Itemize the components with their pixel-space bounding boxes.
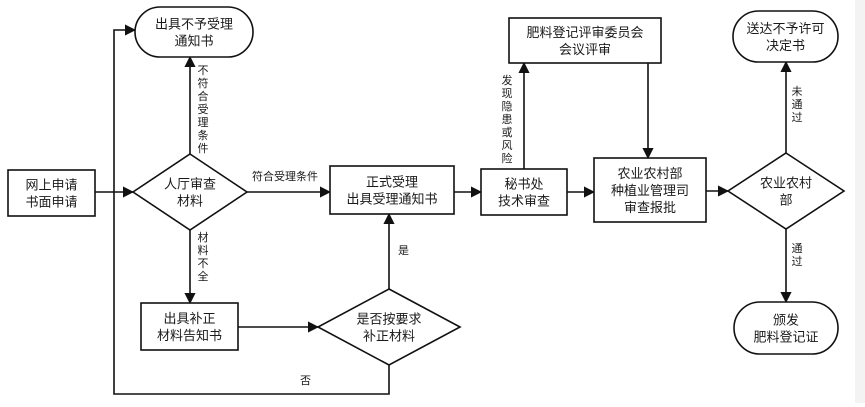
decision-diamond (316, 288, 462, 366)
process-box (593, 157, 707, 223)
edge-label-char: 患 (502, 113, 513, 126)
decision-diamond (131, 153, 249, 231)
edge-label-char: 全 (198, 269, 209, 283)
process-box (508, 17, 662, 64)
node-label-line: 会议评审 (559, 43, 611, 58)
edge-label-text: 符合受理条件 (252, 169, 318, 183)
process-box (329, 165, 455, 215)
edge-label-char: 过 (792, 255, 803, 268)
edge-supplement-check-to-reject-notice (113, 24, 390, 395)
edge-label-char: 通 (792, 242, 803, 255)
terminal-box (134, 6, 254, 58)
edge-label: 未通过 (792, 85, 803, 124)
node-label-line: 审查报批 (624, 201, 676, 216)
edge-label-char: 料 (198, 243, 209, 257)
node-label-line: 出具不予受理 (155, 18, 233, 33)
edge-label-char: 未 (792, 85, 803, 98)
node-label-line: 技术审查 (498, 195, 550, 210)
node-ministry-decision: 农业农村部 (726, 152, 846, 230)
node-label-line: 材料 (177, 195, 203, 210)
edge-label-char: 或 (502, 126, 513, 139)
node-label-line: 是否按要求 (356, 313, 421, 328)
node-label-line: 人厅审查 (164, 178, 216, 193)
edge-label-char: 合 (198, 89, 209, 103)
node-label-line: 部 (779, 194, 792, 209)
edge-label-char: 不 (198, 64, 209, 77)
edge-label: 是 (398, 244, 409, 257)
node-label-line: 补正材料 (363, 330, 415, 345)
node-label-line: 送达不予许可 (746, 22, 824, 37)
terminal-box (733, 301, 839, 355)
node-label-line: 材料告知书 (157, 328, 222, 344)
edge-label-char: 件 (198, 142, 209, 155)
node-label-line: 农业农村 (760, 177, 812, 192)
edge-label-char: 隐 (502, 100, 513, 113)
edge-label-text: 否 (300, 374, 311, 387)
edge-label-char: 过 (792, 111, 803, 124)
process-box (140, 302, 239, 351)
edge-label-char: 符 (198, 77, 209, 90)
edge-label: 符合受理条件 (252, 169, 318, 183)
edge-label-char: 受 (198, 103, 209, 116)
terminal-box (732, 10, 839, 63)
edge-label-char: 条 (198, 128, 209, 142)
node-label-line: 出具补正 (163, 312, 215, 327)
edge-label-char: 材 (198, 230, 209, 244)
edge-label-char: 理 (198, 116, 209, 129)
node-label-line: 种植业管理司 (611, 184, 689, 199)
node-label-line: 书面申请 (25, 196, 77, 211)
node-label-line: 通知书 (174, 34, 213, 50)
nodes-layer: 网上申请书面申请人厅审查材料出具不予受理通知书正式受理出具受理通知书出具补正材料… (7, 6, 846, 366)
node-label-line: 秘书处 (504, 178, 543, 193)
edge-label-char: 风 (502, 139, 513, 152)
node-label-line: 农业农村部 (617, 167, 682, 182)
edge-label-char: 不 (198, 257, 209, 270)
edge-label-char: 现 (502, 87, 513, 100)
node-label-line: 出具受理通知书 (346, 192, 437, 208)
decision-diamond (726, 152, 846, 230)
edge-label-text: 是 (398, 244, 409, 257)
node-label-line: 肥料登记证 (753, 331, 818, 346)
node-label-line: 肥料登记评审委员会 (526, 26, 643, 41)
edges-layer (95, 24, 792, 395)
edge-label-char: 险 (502, 151, 513, 165)
node-label-line: 颁发 (773, 313, 799, 329)
right-edge-strip (855, 0, 865, 403)
edge-label-char: 发 (502, 73, 513, 87)
node-label-line: 网上申请 (25, 179, 77, 194)
process-box (480, 168, 568, 216)
node-label-line: 决定书 (766, 39, 805, 54)
node-label-line: 正式受理 (366, 176, 418, 191)
edge-label: 否 (300, 374, 311, 387)
process-box (7, 169, 96, 217)
edge-label: 通过 (792, 242, 803, 268)
edge-label-char: 通 (792, 98, 803, 111)
